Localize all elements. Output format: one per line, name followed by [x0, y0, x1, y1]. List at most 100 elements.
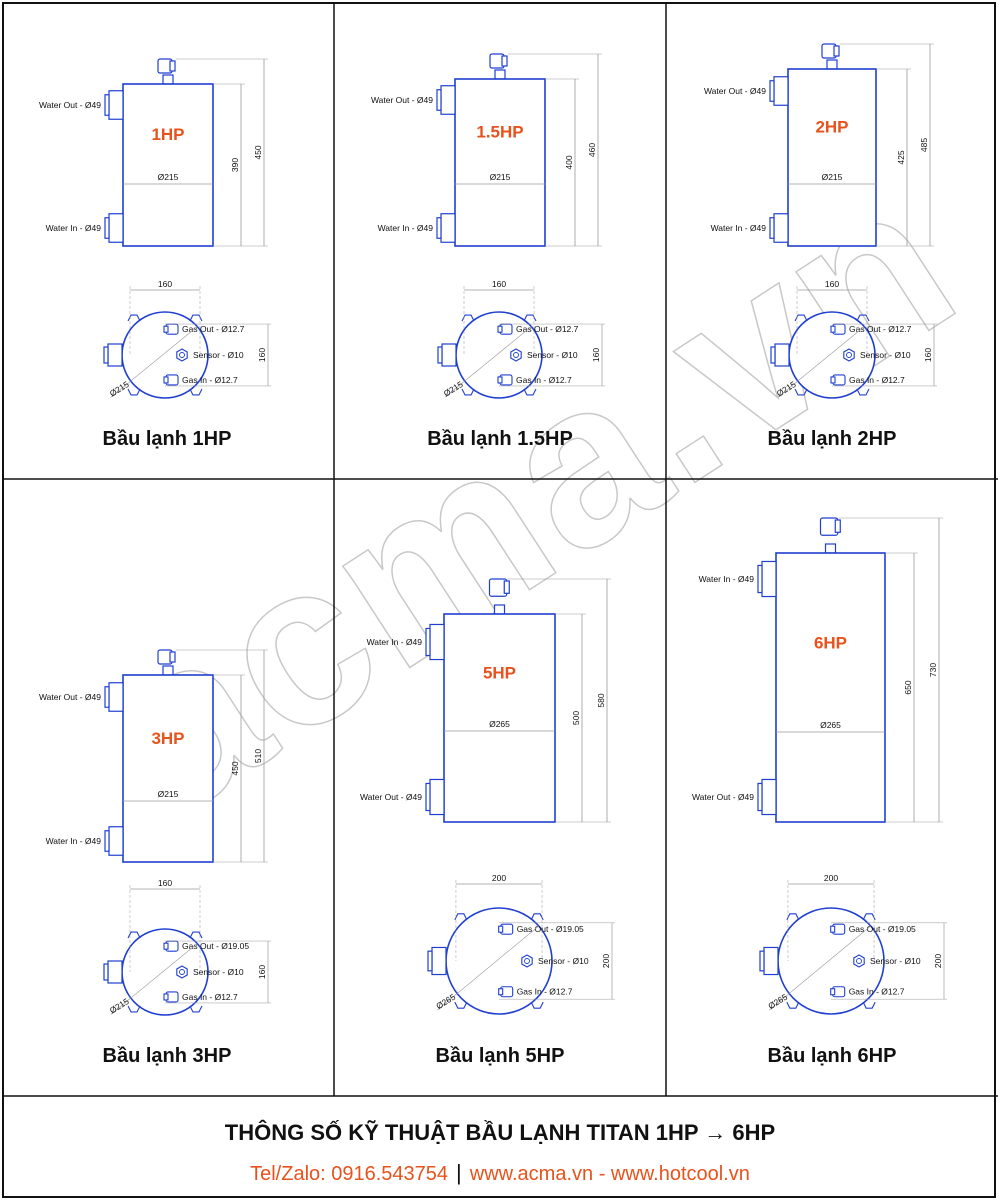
upper-water-port-label: Water Out - Ø49: [704, 86, 766, 96]
gas-in-fitting-nut: [497, 376, 503, 384]
upper-water-port-cap: [757, 564, 763, 594]
lower-water-port-label: Water In - Ø49: [46, 223, 102, 233]
upper-water-port: [440, 85, 456, 115]
sensor-bore: [856, 958, 862, 964]
hp-label: 6HP: [814, 634, 847, 653]
top-fitting-stem: [824, 543, 837, 554]
upper-water-port-cap: [769, 80, 775, 102]
side-dim-label: 160: [923, 348, 933, 362]
circle-diameter-leader: [110, 943, 198, 1015]
heater-body: [122, 83, 214, 247]
lower-water-port-label: Water In - Ø49: [711, 223, 767, 233]
contact-line: Tel/Zalo: 0916.543754|www.acma.vn - www.…: [0, 1160, 1000, 1186]
side-dim-label: 160: [591, 348, 601, 362]
mounting-tab: [862, 913, 876, 921]
heater-body: [443, 613, 556, 823]
hp-label: 5HP: [483, 664, 516, 683]
upper-water-port: [773, 76, 789, 106]
gas-in-label: Gas In - Ø12.7: [516, 375, 572, 385]
heater-caption: Bầu lạnh 5HP: [435, 1045, 565, 1067]
upper-water-port-cap: [436, 89, 442, 111]
gas-out-label: Gas Out - Ø19.05: [182, 941, 249, 951]
circle-diameter-leader: [444, 326, 532, 398]
upper-water-port: [108, 682, 124, 712]
lower-water-port-cap: [436, 217, 442, 239]
gas-out-fitting-nut: [830, 325, 836, 333]
sensor-label: Sensor - Ø10: [193, 350, 244, 360]
body-diameter-label: Ø265: [820, 720, 841, 730]
hp-label: 1HP: [151, 125, 184, 144]
gas-in-label: Gas In - Ø12.7: [182, 375, 238, 385]
sensor-bore: [179, 969, 185, 975]
body-diameter-label: Ø265: [489, 719, 510, 729]
pitch-dim-label: 160: [158, 878, 172, 888]
sensor-bore: [524, 958, 530, 964]
upper-water-port-label: Water Out - Ø49: [371, 95, 433, 105]
heater-caption: Bầu lạnh 6HP: [767, 1045, 897, 1067]
side-water-port: [763, 946, 779, 976]
lower-water-port: [773, 213, 789, 243]
pitch-dim-label: 200: [492, 873, 506, 883]
pitch-dim-label: 160: [825, 279, 839, 289]
top-fitting-stem: [162, 665, 174, 676]
heater-body: [454, 78, 546, 247]
mounting-tab: [862, 1001, 876, 1009]
lower-water-port: [429, 778, 445, 816]
mounting-tab: [454, 913, 468, 921]
mounting-tab: [127, 314, 141, 322]
lower-water-port: [761, 778, 777, 816]
lower-water-port: [440, 213, 456, 243]
gas-out-fitting-nut: [163, 325, 169, 333]
circle-diameter-leader: [110, 326, 198, 398]
gas-in-label: Gas In - Ø12.7: [849, 375, 905, 385]
total-height-label: 730: [928, 663, 938, 677]
heater-body: [122, 674, 214, 863]
body-height-label: 425: [896, 150, 906, 164]
mounting-tab: [189, 931, 203, 939]
top-fitting-stem: [494, 69, 506, 80]
upper-water-port-label: Water Out - Ø49: [39, 100, 101, 110]
side-dim-label: 160: [257, 348, 267, 362]
websites-text: www.acma.vn - www.hotcool.vn: [469, 1163, 750, 1185]
sensor-label: Sensor - Ø10: [870, 956, 921, 966]
sensor-hex: [176, 965, 188, 979]
sensor-label: Sensor - Ø10: [193, 967, 244, 977]
body-diameter-label: Ø215: [158, 789, 179, 799]
lower-water-port-cap: [757, 782, 763, 812]
upper-water-port-label: Water Out - Ø49: [39, 692, 101, 702]
lower-water-port: [108, 213, 124, 243]
side-dim-label: 160: [257, 965, 267, 979]
mounting-tab: [127, 388, 141, 396]
mounting-tab: [127, 931, 141, 939]
upper-water-port-cap: [104, 94, 110, 116]
heater-caption: Bầu lạnh 1HP: [102, 428, 232, 450]
gas-out-label: Gas Out - Ø12.7: [849, 324, 912, 334]
mounting-tab: [530, 1001, 544, 1009]
heater-caption: Bầu lạnh 1.5HP: [427, 428, 573, 450]
top-fitting-stem: [493, 604, 506, 615]
pitch-dim-label: 160: [158, 279, 172, 289]
lower-water-port-label: Water In - Ø49: [378, 223, 434, 233]
gas-out-fitting-nut: [830, 925, 836, 933]
body-diameter-label: Ø215: [490, 172, 511, 182]
circle-diameter-leader: [777, 326, 865, 398]
gas-in-fitting-nut: [498, 988, 504, 996]
top-fitting-nut: [169, 60, 176, 72]
side-water-port-cap: [427, 950, 433, 972]
sensor-label: Sensor - Ø10: [860, 350, 911, 360]
circle-diameter-label: Ø265: [766, 992, 789, 1012]
sensor-hex: [853, 954, 865, 968]
side-dim-label: 200: [933, 954, 943, 968]
side-water-port: [107, 343, 123, 367]
body-height-label: 390: [230, 158, 240, 172]
lower-water-port-label: Water Out - Ø49: [692, 792, 754, 802]
top-fitting-nut: [833, 45, 840, 57]
mounting-tab: [189, 388, 203, 396]
